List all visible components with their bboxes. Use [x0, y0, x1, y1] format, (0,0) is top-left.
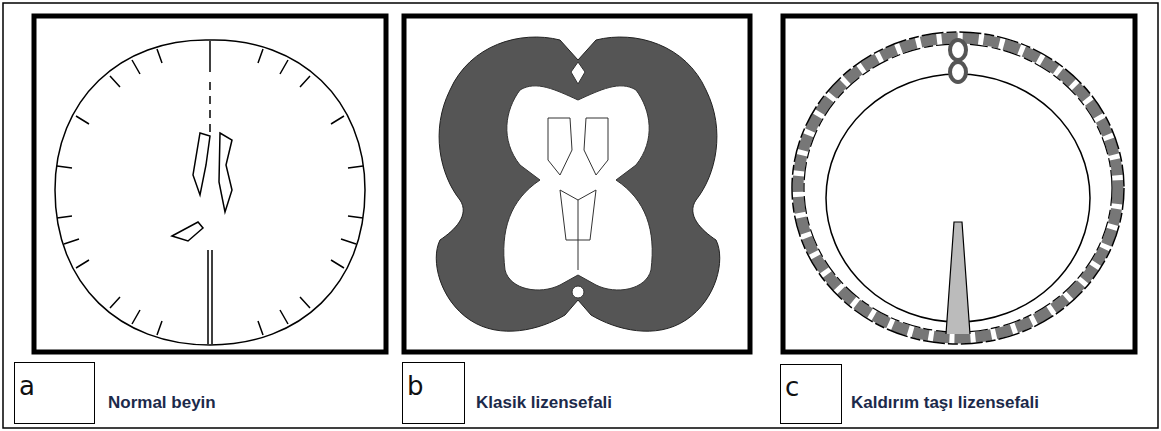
panel-caption: Kaldırım taşı lizensefali — [851, 393, 1039, 413]
panel-letter: b — [407, 373, 424, 399]
letter-box: aNormal beyin — [14, 362, 95, 424]
panel-letter: a — [19, 373, 35, 399]
panel-caption: Klasik lizensefali — [476, 393, 612, 413]
letter-box: bKlasik lizensefali — [402, 362, 465, 424]
panel-caption: Normal beyin — [108, 393, 216, 413]
letter-box: cKaldırım taşı lizensefali — [780, 364, 842, 424]
panel-letter: c — [785, 374, 799, 400]
